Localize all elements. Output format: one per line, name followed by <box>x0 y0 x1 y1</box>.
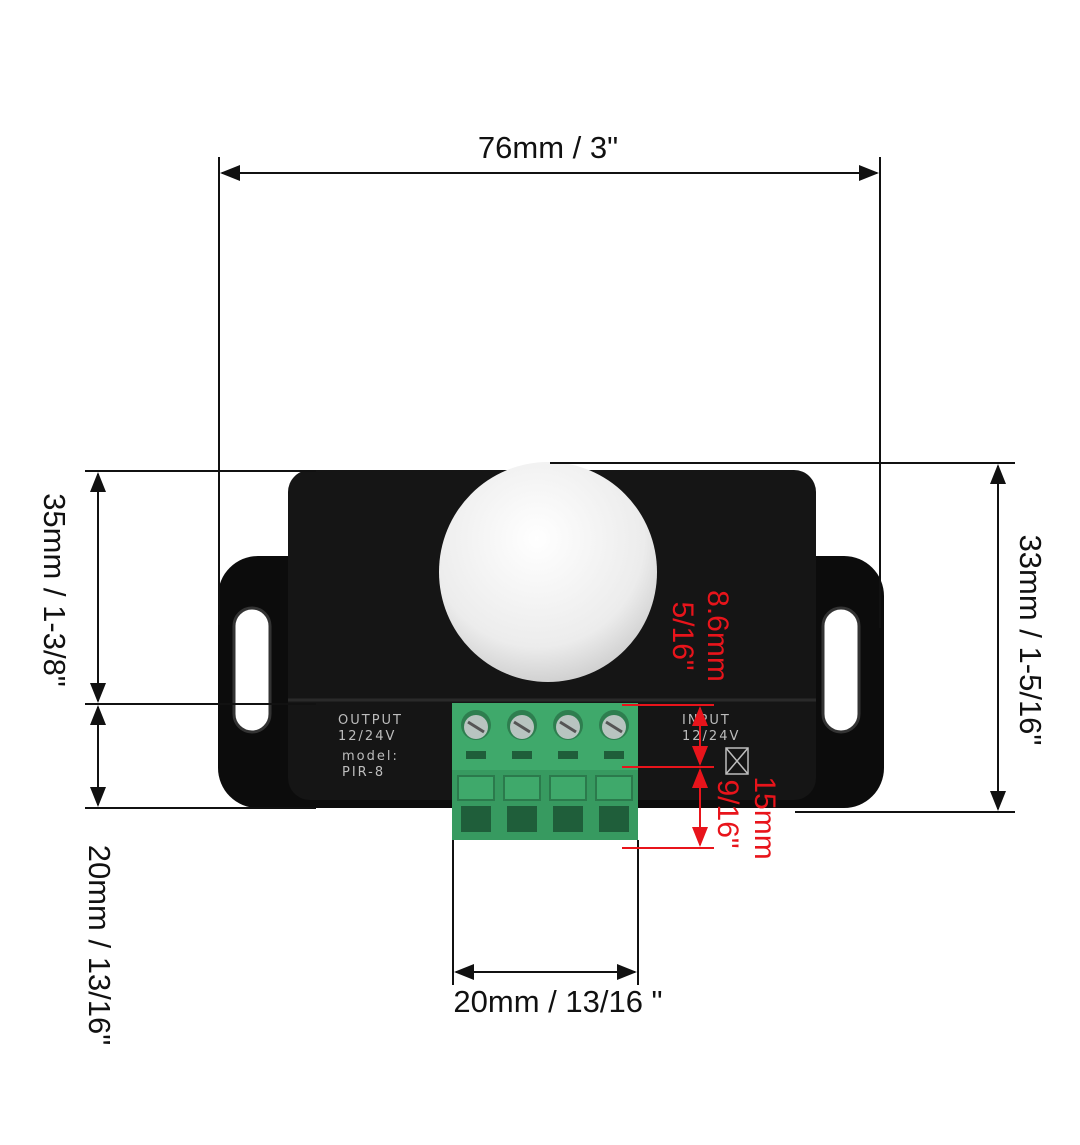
terminal-block <box>452 703 638 840</box>
terminal-marker <box>512 751 532 759</box>
dimension-lines <box>85 157 1015 985</box>
wire-slot <box>461 806 491 832</box>
right-height-label: 33mm / 1-5/16" <box>1013 535 1048 746</box>
mount-slot-left <box>232 606 272 734</box>
svg-text:PIR-8: PIR-8 <box>342 765 385 780</box>
svg-text:12/24V: 12/24V <box>682 729 740 744</box>
mount-slot-right <box>821 606 861 734</box>
svg-text:model:: model: <box>342 749 399 764</box>
red-dimension-lines <box>622 704 714 849</box>
wire-slot <box>507 806 537 832</box>
terminal-top-mm-label: 8.6mm <box>701 590 734 682</box>
terminal-height-label: 20mm / 13/16" <box>82 845 117 1046</box>
terminal-depth-mm-label: 15mm <box>748 776 781 859</box>
terminal-depth-inch-label: 9/16" <box>711 779 744 848</box>
svg-text:INPUT: INPUT <box>682 713 731 728</box>
terminal-marker <box>558 751 578 759</box>
width-label: 76mm / 3" <box>478 130 618 165</box>
terminal-marker <box>466 751 486 759</box>
body-height-label: 35mm / 1-3/8" <box>37 493 72 687</box>
pir-dome-sensor <box>439 462 657 682</box>
terminal-top-inch-label: 5/16" <box>666 601 699 670</box>
wire-slot <box>553 806 583 832</box>
terminal-width-label: 20mm / 13/16 " <box>453 984 662 1019</box>
recycle-bin-icon <box>725 747 749 775</box>
terminal-marker <box>604 751 624 759</box>
svg-text:OUTPUT: OUTPUT <box>338 713 403 728</box>
wire-slot <box>599 806 629 832</box>
svg-text:12/24V: 12/24V <box>338 729 396 744</box>
